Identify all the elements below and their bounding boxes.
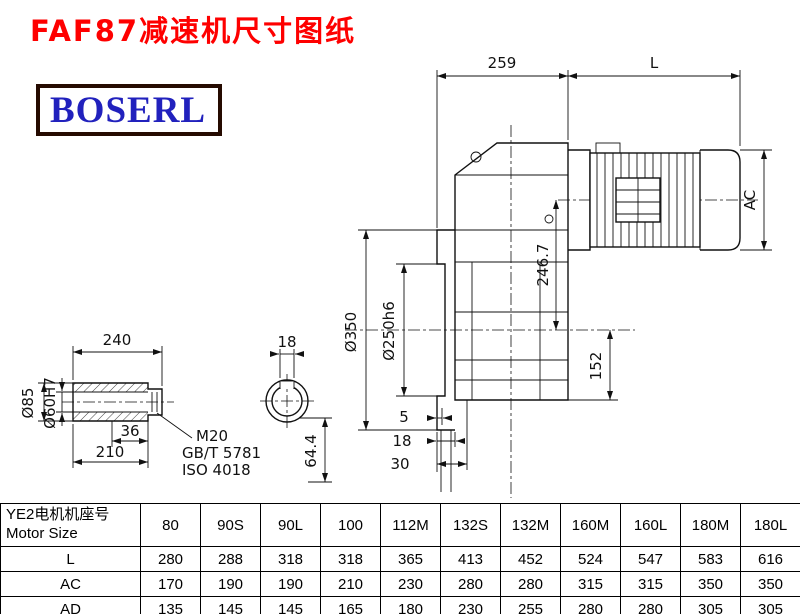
size-column-header: 80 [140, 503, 201, 547]
table-cell: 180 [380, 596, 441, 614]
motor-size-label-en: Motor Size [6, 525, 78, 542]
table-cell: 280 [500, 571, 561, 597]
table-cell: 305 [740, 596, 800, 614]
table-cell: 616 [740, 546, 800, 572]
table-cell: 583 [680, 546, 741, 572]
dim-152-label: 152 [587, 352, 605, 381]
dim-350-label: Ø350 [342, 312, 360, 352]
size-column-header: 180M [680, 503, 741, 547]
eyebolt-icon [470, 151, 482, 163]
dim-18-keyway-label: 18 [277, 333, 296, 351]
table-cell: 230 [440, 596, 501, 614]
motor-lug [595, 142, 621, 154]
table-cell: 350 [740, 571, 800, 597]
table-cell: 318 [260, 546, 321, 572]
row-label: AD [0, 596, 141, 614]
dim-210-label: 210 [96, 443, 125, 461]
table-cell: 350 [680, 571, 741, 597]
dim-250h6-label: Ø250h6 [380, 301, 398, 361]
row-label: L [0, 546, 141, 572]
table-cell: 145 [260, 596, 321, 614]
shaft-section-detail: 18 [260, 333, 314, 428]
table-cell: 452 [500, 546, 561, 572]
table-cell: 288 [200, 546, 261, 572]
dim-85-label: Ø85 [19, 388, 37, 419]
size-column-header: 90L [260, 503, 321, 547]
size-column-header: 160M [560, 503, 621, 547]
table-cell: 190 [200, 571, 261, 597]
dim-AC-label: AC [741, 190, 759, 210]
hollow-shaft [72, 382, 163, 422]
thread-note: M20 [196, 427, 228, 445]
dim-259-label: 259 [488, 54, 517, 72]
dim-60H7-label: Ø60H7 [41, 377, 59, 429]
shaft-view: 240 Ø85 Ø60H7 36 210 M20 G [19, 331, 261, 479]
table-cell: 190 [260, 571, 321, 597]
table-cell: 280 [440, 571, 501, 597]
table-cell: 280 [620, 596, 681, 614]
drawing-title: FAF87减速机尺寸图纸 [30, 14, 357, 48]
size-column-header: 180L [740, 503, 800, 547]
dim-18-label: 18 [392, 432, 411, 450]
iso-standard-note: ISO 4018 [182, 461, 251, 479]
motor-size-label-cn: YE2电机机座号 [6, 506, 110, 524]
dim-64.4-label: 64.4 [302, 434, 320, 467]
table-cell: 315 [620, 571, 681, 597]
bolt-icon [544, 214, 554, 224]
boserl-logo: BOSERL [36, 84, 222, 136]
table-cell: 547 [620, 546, 681, 572]
table-cell: 170 [140, 571, 201, 597]
shaft-outer-circle [265, 379, 309, 423]
table-cell: 524 [560, 546, 621, 572]
dim-36-label: 36 [120, 422, 139, 440]
table-cell: 315 [560, 571, 621, 597]
dim-240-label: 240 [103, 331, 132, 349]
size-column-header: 100 [320, 503, 381, 547]
logo-text: BOSERL [50, 89, 207, 131]
output-flange [436, 229, 455, 431]
size-column-header: 112M [380, 503, 441, 547]
size-column-header: 132M [500, 503, 561, 547]
table-cell: 318 [320, 546, 381, 572]
main-view: 259 L AC 246.7 152 Ø350 Ø250h6 [300, 54, 772, 498]
size-column-header: 132S [440, 503, 501, 547]
table-cell: 135 [140, 596, 201, 614]
table-cell: 413 [440, 546, 501, 572]
size-column-header: 90S [200, 503, 261, 547]
dim-L-label: L [650, 54, 659, 72]
table-cell: 165 [320, 596, 381, 614]
table-cell: 280 [560, 596, 621, 614]
gb-standard-note: GB/T 5781 [182, 444, 261, 462]
table-cell: 255 [500, 596, 561, 614]
dim-5-label: 5 [399, 408, 409, 426]
technical-drawing: 259 L AC 246.7 152 Ø350 Ø250h6 [19, 54, 772, 498]
row-label: AC [0, 571, 141, 597]
table-cell: 210 [320, 571, 381, 597]
dim-246.7-label: 246.7 [534, 244, 552, 287]
fan-cover [700, 149, 741, 251]
gear-housing [454, 142, 569, 401]
table-cell: 280 [140, 546, 201, 572]
size-column-header: 160L [620, 503, 681, 547]
table-cell: 305 [680, 596, 741, 614]
dim-30-label: 30 [390, 455, 409, 473]
table-cell: 230 [380, 571, 441, 597]
table-cell: 145 [200, 596, 261, 614]
table-cell: 365 [380, 546, 441, 572]
